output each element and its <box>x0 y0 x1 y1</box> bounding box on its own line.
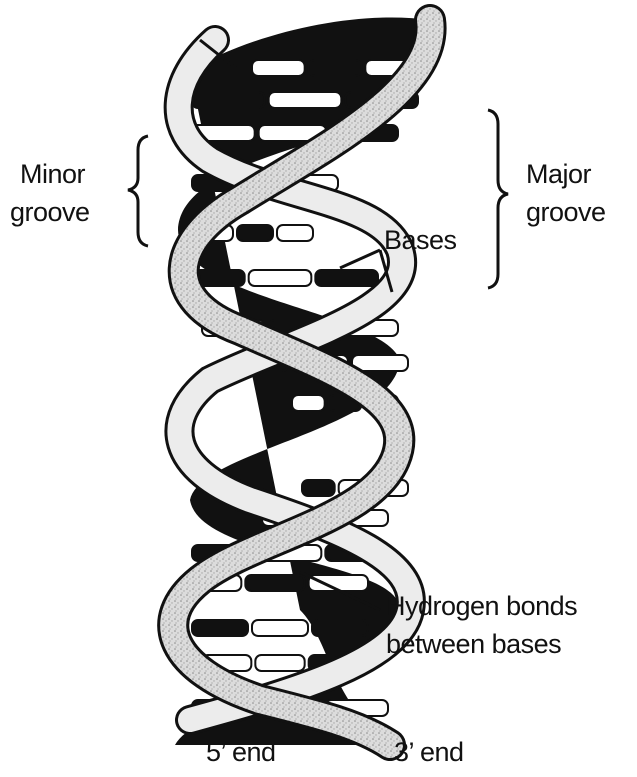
bases-pointer-line-1 <box>340 250 380 268</box>
base-block <box>237 225 273 241</box>
minor-groove-label-line2: groove <box>10 196 90 229</box>
three-prime-end-label: 3’ end <box>394 736 464 769</box>
minor-groove-brace <box>128 136 148 246</box>
base-block <box>302 480 335 496</box>
base-block <box>192 620 248 636</box>
five-prime-end-label: 5’ end <box>206 736 276 769</box>
base-block <box>269 92 342 108</box>
hydrogen-bonds-label-line1: Hydrogen bonds <box>386 590 577 623</box>
hydrogen-bonds-label-line2: between bases <box>386 628 561 661</box>
minor-groove-label-line1: Minor <box>20 158 85 191</box>
base-block <box>252 60 305 76</box>
major-groove-label-line1: Major <box>526 158 591 191</box>
major-groove-brace <box>488 110 508 288</box>
base-block <box>312 620 368 636</box>
base-block <box>255 655 304 671</box>
base-block <box>252 620 308 636</box>
base-block <box>192 92 265 108</box>
base-block <box>315 270 378 286</box>
major-groove-label-line2: groove <box>526 196 606 229</box>
base-block <box>292 395 325 411</box>
base-block <box>249 270 312 286</box>
base-block <box>309 60 362 76</box>
base-block <box>277 225 313 241</box>
base-block <box>245 575 304 591</box>
bases-label: Bases <box>384 224 457 257</box>
